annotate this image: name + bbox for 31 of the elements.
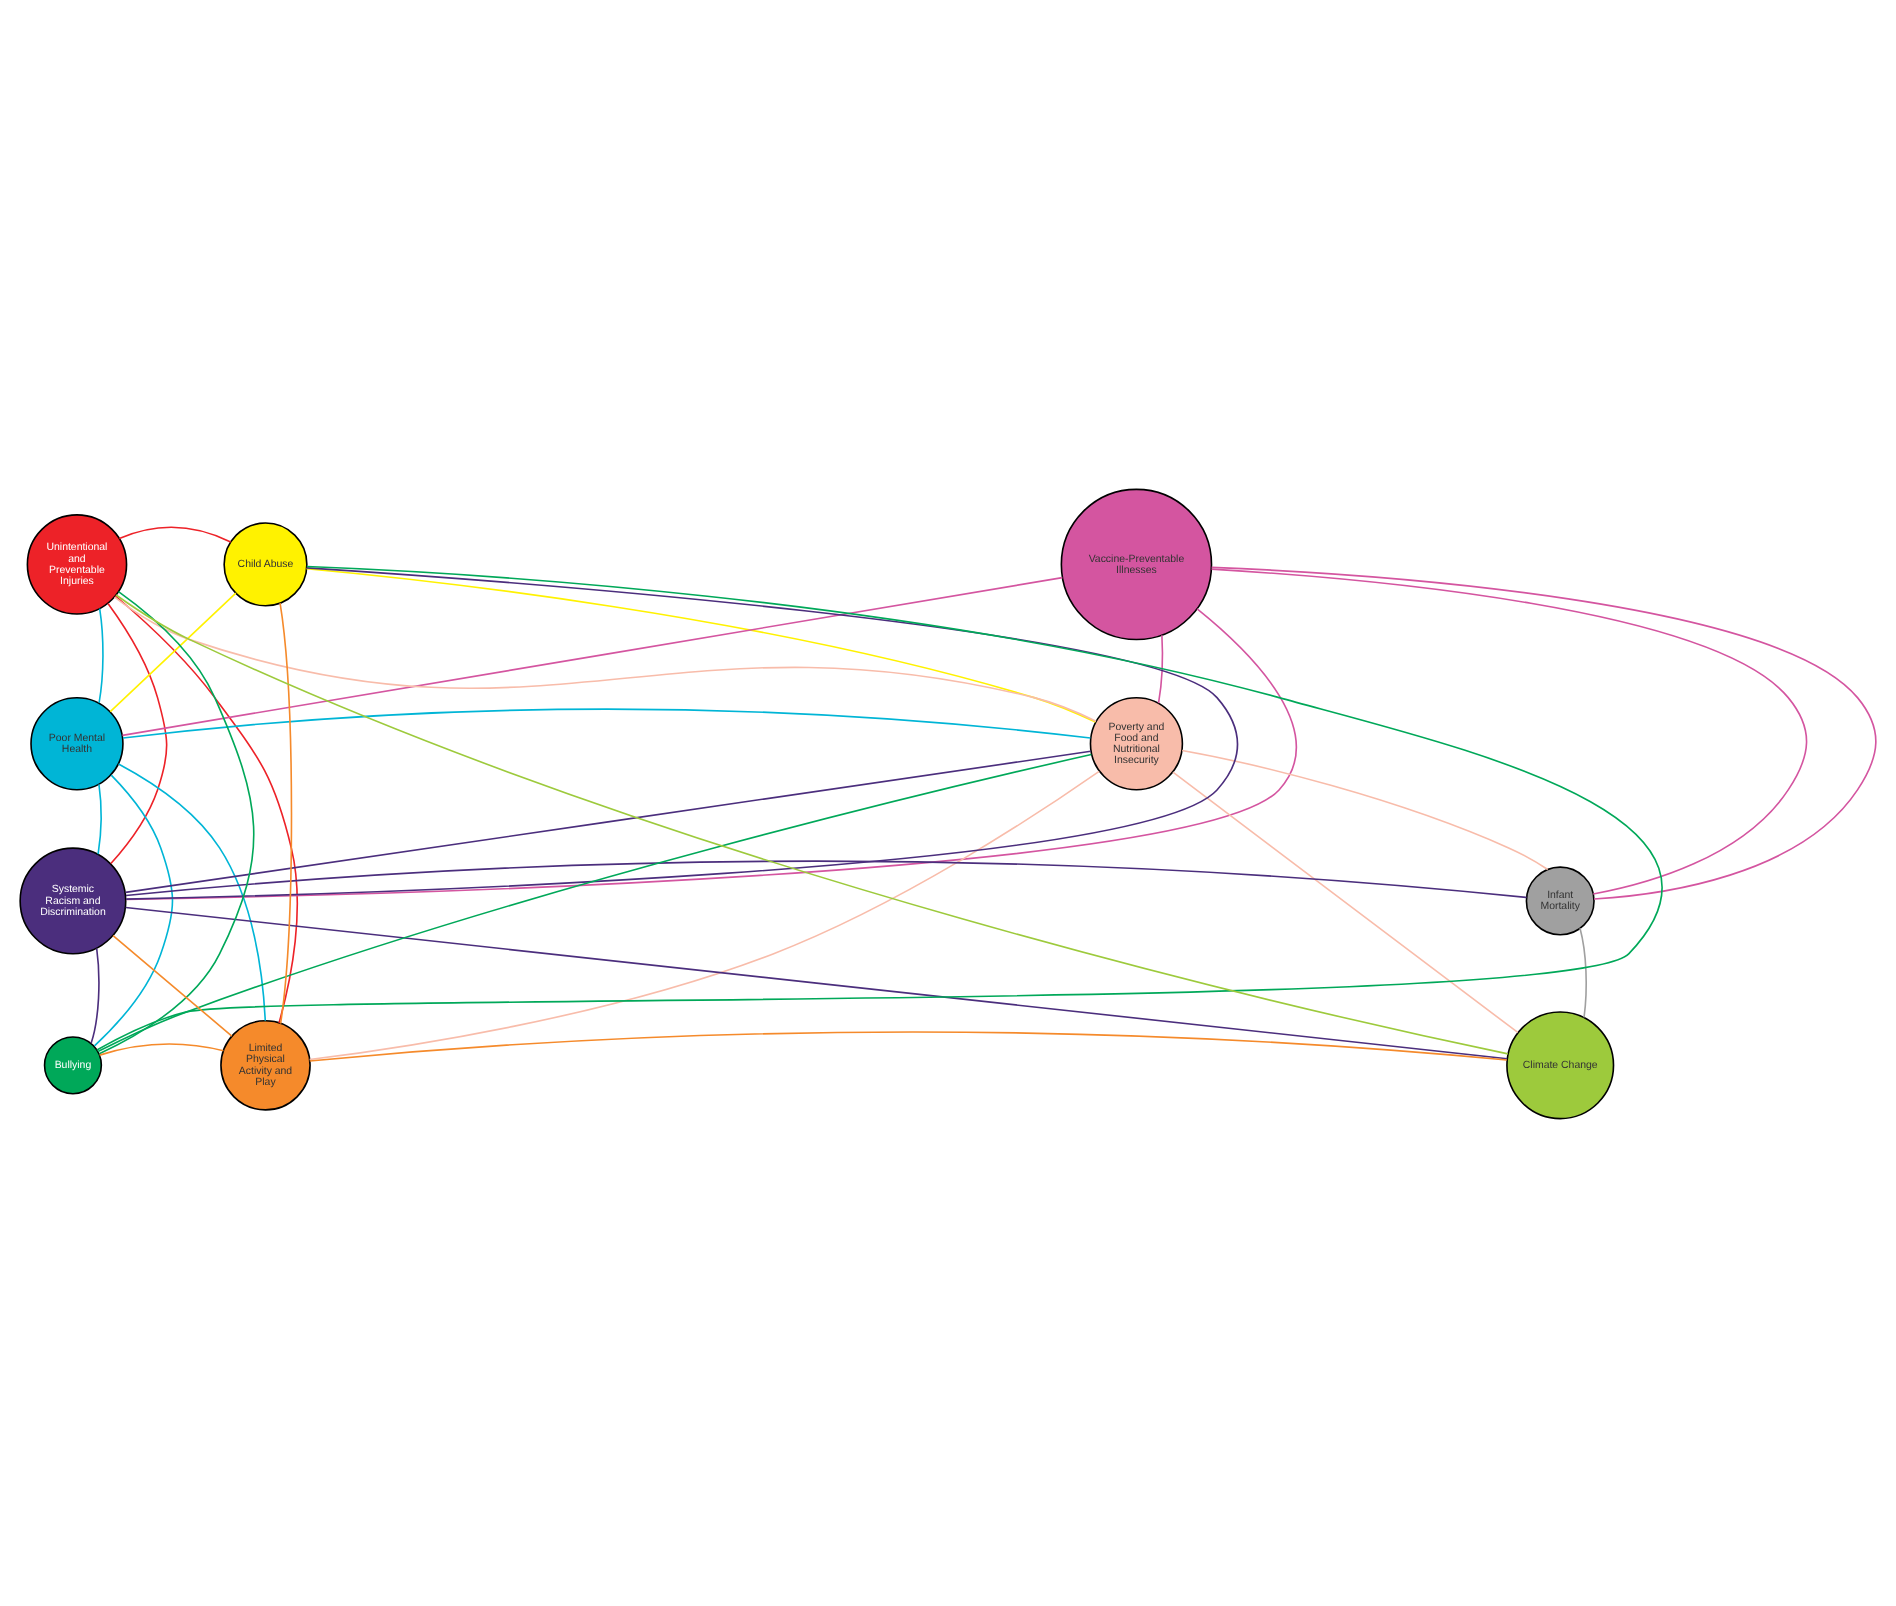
connector xyxy=(124,749,1092,893)
connector xyxy=(98,606,104,703)
connector xyxy=(1172,770,1519,1033)
connector xyxy=(118,525,232,542)
connector xyxy=(98,589,255,1054)
connector xyxy=(124,905,1508,1059)
connector xyxy=(125,607,1298,900)
connector xyxy=(308,769,1100,1060)
connector xyxy=(97,782,102,854)
connector xyxy=(114,594,299,1023)
connector xyxy=(125,566,1239,899)
connector xyxy=(109,591,237,712)
connector xyxy=(121,575,1064,736)
connector xyxy=(279,601,293,1024)
connector xyxy=(97,752,1093,1052)
connector xyxy=(1579,926,1587,1018)
connector xyxy=(117,762,267,1021)
connector xyxy=(98,1042,225,1055)
connector xyxy=(90,946,100,1044)
connector xyxy=(308,1030,1508,1061)
connector xyxy=(1157,633,1164,703)
connector xyxy=(1181,748,1549,870)
connector xyxy=(113,595,1097,721)
connector xyxy=(125,859,1528,898)
connector xyxy=(107,601,168,864)
connector xyxy=(112,933,233,1036)
connector xyxy=(122,707,1092,738)
connector xyxy=(96,564,1663,1050)
connector xyxy=(93,773,174,1046)
connector xyxy=(115,593,1509,1054)
connector xyxy=(305,566,1097,722)
